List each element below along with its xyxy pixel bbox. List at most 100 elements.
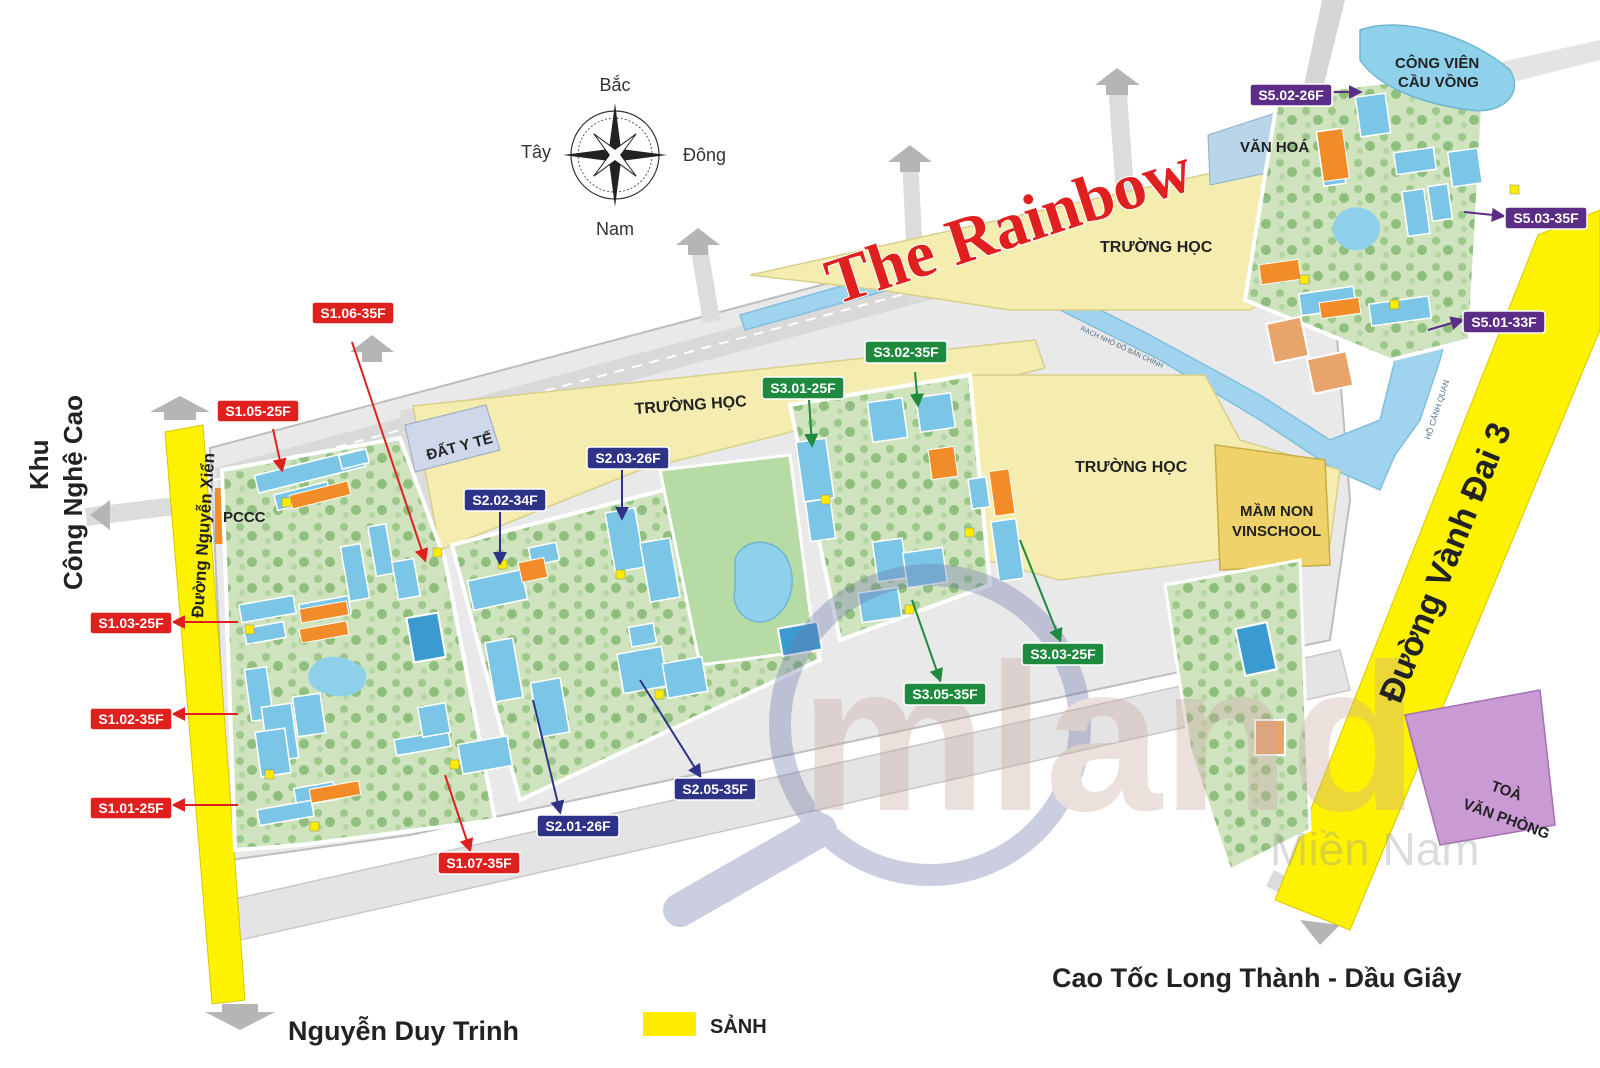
tennis-court: [776, 620, 824, 658]
tower-tag-s201[interactable]: S2.01-26F: [536, 814, 620, 838]
amenity-block: [517, 556, 549, 584]
amenity-block: [1258, 258, 1302, 286]
amenity-block: [298, 600, 350, 624]
tower-block: [416, 701, 452, 739]
tower-tag-s105[interactable]: S1.05-25F: [216, 399, 300, 423]
tower-block: [1354, 92, 1392, 138]
compass: Bắc Nam Đông Tây: [521, 74, 726, 239]
tower-tag-s305[interactable]: S3.05-35F: [903, 682, 987, 706]
medical-plot: [404, 404, 501, 473]
park-label-line1: CÔNG VIÊN: [1395, 54, 1479, 72]
road-arrow-icon: [1095, 68, 1140, 95]
tower-tag-s203[interactable]: S2.03-26F: [586, 446, 670, 470]
tower-tag-s503[interactable]: S5.03-35F: [1504, 206, 1588, 230]
amenity-block: [1316, 127, 1350, 183]
tower-tag-label: S5.01-33F: [1471, 314, 1537, 330]
tower-block: [1392, 146, 1438, 176]
tower-tag-label: S1.05-25F: [225, 403, 291, 419]
tower-tag-label: S2.01-26F: [545, 818, 611, 834]
lobby-marker: [654, 689, 665, 700]
tower-block: [627, 622, 658, 648]
tower-block: [484, 637, 524, 703]
road-arrow-icon: [90, 500, 110, 530]
tower-tag-s301[interactable]: S3.01-25F: [761, 376, 845, 400]
tower-block: [366, 522, 396, 578]
pool-s1: [308, 656, 367, 697]
tower-tag-label: S2.03-26F: [595, 450, 661, 466]
lobby-marker: [615, 569, 626, 580]
tower-tag-s106[interactable]: S1.06-35F: [311, 301, 395, 325]
tower-tag-label: S5.03-35F: [1513, 210, 1579, 226]
kindergarten-label-line1: MẦM NON: [1240, 503, 1313, 520]
lobby-marker: [281, 497, 292, 508]
tower-tag-label: S3.05-35F: [912, 686, 978, 702]
pool-s5: [1332, 207, 1381, 251]
lobby-marker: [820, 494, 831, 505]
callout-arrow-icon: [804, 399, 819, 448]
lobby-marker: [264, 769, 275, 780]
central-lake: [733, 541, 793, 623]
tower-block: [243, 620, 287, 646]
tower-block: [639, 536, 681, 604]
tower-callouts: S1.06-35F S1.05-25F S1.03-25F S1.02-35F S1.0…: [89, 83, 1588, 875]
callout-arrow-icon: [444, 774, 474, 853]
callout-arrow-icon: [272, 428, 287, 473]
school-label-2: TRƯỜNG HỌC: [1100, 237, 1213, 256]
tower-tag-s302[interactable]: S3.02-35F: [864, 340, 948, 364]
tower-block: [857, 586, 903, 624]
tower-tag-s103[interactable]: S1.03-25F: [89, 611, 173, 635]
tower-tag-s107[interactable]: S1.07-35F: [437, 851, 521, 875]
tower-tag-label: S1.01-25F: [98, 800, 164, 816]
tower-tag-s202[interactable]: S2.02-34F: [463, 488, 547, 512]
tower-block: [1446, 147, 1484, 188]
road-arrow-icon: [676, 228, 720, 255]
office-plot: [1404, 689, 1556, 846]
lobby-marker: [309, 821, 320, 832]
compass-west: Tây: [521, 142, 551, 162]
watermark: mland Miền Nam: [663, 564, 1480, 927]
tower-tag-label: S1.03-25F: [98, 615, 164, 631]
callout-arrow-icon: [910, 371, 924, 408]
tower-tag-s303[interactable]: S3.03-25F: [1021, 642, 1105, 666]
tower-tag-label: S1.02-35F: [98, 711, 164, 727]
tennis-court: [1234, 621, 1278, 677]
tower-block: [990, 517, 1025, 583]
road-arrow-icon: [1300, 920, 1340, 945]
zone-east-park: [1163, 558, 1312, 873]
lobby-marker: [1299, 274, 1310, 285]
highway-label: Cao Tốc Long Thành - Dầu Giây: [1052, 963, 1462, 993]
culture-label: VĂN HOÁ: [1240, 139, 1309, 156]
callout-arrow-icon: [1463, 207, 1506, 222]
tower-block: [866, 396, 909, 444]
lobby-marker: [1389, 299, 1400, 310]
watermark-region: Miền Nam: [1270, 823, 1480, 875]
lobby-legend-label: SẢNH: [710, 1015, 767, 1038]
fire-station-label: PCCC: [223, 509, 266, 526]
tower-block: [339, 542, 371, 603]
tower-tag-s101[interactable]: S1.01-25F: [89, 796, 173, 820]
tower-tag-s502[interactable]: S5.02-26F: [1249, 83, 1333, 107]
tower-tag-s102[interactable]: S1.02-35F: [89, 707, 173, 731]
sport-court: [1265, 315, 1310, 365]
tower-block: [390, 557, 422, 601]
tower-block: [291, 692, 327, 738]
magnifier-icon: [769, 564, 1091, 886]
nguyen-duy-trinh-label: Nguyễn Duy Trinh: [288, 1015, 519, 1046]
tower-tag-label: S2.02-34F: [472, 492, 538, 508]
lobby-legend-swatch: [643, 1012, 696, 1036]
tower-block: [1426, 182, 1454, 223]
lobby-marker: [964, 527, 975, 538]
tower-tag-s501[interactable]: S5.01-33F: [1462, 310, 1546, 334]
compass-south: Nam: [596, 219, 634, 239]
tower-tag-s205[interactable]: S2.05-35F: [673, 777, 757, 801]
tower-block: [661, 655, 709, 700]
road-arrow-icons: [90, 68, 1340, 1030]
lobby-marker: [432, 547, 443, 558]
tower-block: [254, 727, 292, 778]
compass-east: Đông: [683, 145, 726, 165]
tower-block: [237, 594, 298, 624]
tower-block: [1401, 187, 1431, 238]
tower-tag-label: S2.05-35F: [682, 781, 748, 797]
tower-block: [901, 546, 949, 589]
